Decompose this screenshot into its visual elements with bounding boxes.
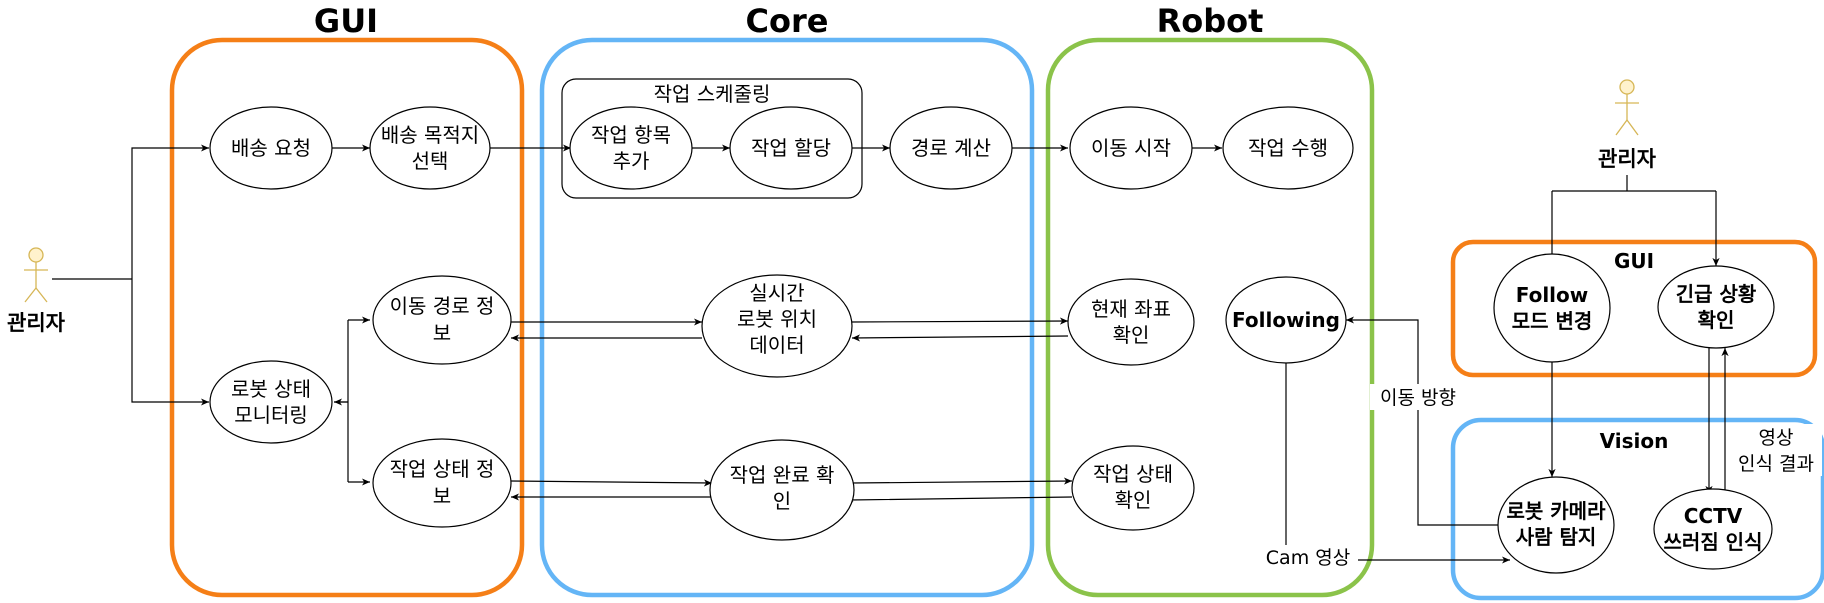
node-robot-monitoring-label-1: 로봇 상태: [231, 377, 311, 401]
node-follow-mode-label-1: Follow: [1516, 283, 1589, 307]
node-delivery-request-label: 배송 요청: [231, 136, 311, 160]
node-check-coords-label-1: 현재 좌표: [1091, 297, 1171, 321]
node-add-task-label-1: 작업 항목: [591, 123, 671, 147]
robot-group-box: [1045, 37, 1375, 598]
node-robot-monitoring-label-2: 모니터링: [234, 403, 308, 427]
edge-person-to-following: [1346, 316, 1498, 526]
node-check-coords-label-2: 확인: [1113, 323, 1150, 347]
node-perform-task: 작업 수행: [1222, 106, 1354, 190]
node-robot-monitoring: 로봇 상태 모니터링: [209, 360, 333, 444]
node-check-task-status-label-1: 작업 상태: [1093, 462, 1173, 486]
node-realtime-position: 실시간 로봇 위치 데이터: [701, 274, 853, 378]
node-follow-mode: Follow 모드 변경: [1493, 253, 1611, 363]
node-task-status-info-label-1: 작업 상태 정: [390, 457, 495, 481]
node-check-task-status-label-2: 확인: [1115, 488, 1152, 512]
node-route-info: 이동 경로 정 보: [372, 275, 512, 365]
edge-label-move-direction: 이동 방향: [1380, 387, 1456, 409]
edge-coords-to-realtime: [851, 334, 1069, 342]
node-check-coords: 현재 좌표 확인: [1067, 278, 1195, 366]
edge-label-image-result-line1: 영상: [1759, 427, 1794, 449]
node-cctv-detect-label-1: CCTV: [1684, 504, 1743, 528]
node-delivery-request: 배송 요청: [209, 106, 333, 190]
actor-left-label: 관리자: [7, 311, 66, 335]
edge-realtime-to-coords: [851, 317, 1069, 325]
node-assign-task: 작업 할당: [729, 106, 853, 190]
node-following-label: Following: [1232, 308, 1340, 332]
node-task-complete-label-2: 인: [773, 489, 791, 513]
node-follow-mode-label-2: 모드 변경: [1512, 309, 1593, 333]
scheduling-title: 작업 스케줄링: [654, 82, 771, 106]
edge-complete-to-check-status: [851, 477, 1073, 485]
node-select-destination: 배송 목적지 선택: [369, 106, 491, 190]
gui-group-box: [169, 37, 525, 598]
node-following: Following: [1225, 276, 1347, 364]
node-move-start-label: 이동 시작: [1091, 136, 1171, 160]
node-task-complete: 작업 완료 확 인: [709, 439, 855, 541]
node-perform-task-label: 작업 수행: [1248, 136, 1328, 160]
actor-right: 관리자: [1598, 79, 1657, 171]
node-task-status-info: 작업 상태 정 보: [372, 438, 512, 528]
actor-left: 관리자: [7, 247, 66, 335]
edge-label-image-result-line2: 인식 결과: [1738, 453, 1814, 475]
node-realtime-position-label-2: 로봇 위치: [737, 307, 817, 331]
node-cctv-detect: CCTV 쓰러짐 인식: [1653, 488, 1773, 570]
node-cctv-detect-label-2: 쓰러짐 인식: [1664, 530, 1763, 554]
node-emergency-check: 긴급 상황 확인: [1657, 265, 1775, 349]
node-route-info-label-1: 이동 경로 정: [390, 294, 495, 318]
robot-group-title: Robot: [1157, 2, 1264, 40]
actor-right-label: 관리자: [1598, 147, 1657, 171]
node-task-status-info-label-2: 보: [433, 484, 451, 508]
edge-label-cam-video: Cam 영상: [1266, 547, 1350, 569]
edge-actor-to-delivery: [131, 144, 209, 279]
node-person-detect: 로봇 카메라 사람 탐지: [1497, 476, 1615, 574]
node-route-calc: 경로 계산: [889, 106, 1013, 190]
node-select-destination-label-2: 선택: [412, 149, 449, 173]
node-emergency-check-label-1: 긴급 상황: [1676, 282, 1757, 306]
node-realtime-position-label-1: 실시간: [749, 281, 804, 305]
vision-group-title: Vision: [1600, 429, 1669, 453]
node-person-detect-label-1: 로봇 카메라: [1507, 499, 1607, 523]
node-check-task-status: 작업 상태 확인: [1071, 445, 1195, 531]
core-group-box: [539, 37, 1035, 598]
gui-small-group-box: [1450, 239, 1818, 378]
node-route-info-label-2: 보: [433, 321, 451, 345]
core-group-title: Core: [746, 2, 829, 40]
gui-group-title: GUI: [314, 2, 378, 40]
node-move-start: 이동 시작: [1069, 106, 1193, 190]
gui-small-group-title: GUI: [1614, 249, 1654, 273]
node-person-detect-label-2: 사람 탐지: [1516, 525, 1597, 549]
node-add-task-label-2: 추가: [613, 149, 650, 173]
vision-group-box: [1450, 417, 1824, 601]
edge-task-status-to-complete: [510, 479, 713, 487]
edge-actor-to-monitoring: [131, 279, 209, 406]
node-select-destination-label-1: 배송 목적지: [381, 123, 479, 147]
node-emergency-check-label-2: 확인: [1698, 308, 1735, 332]
node-route-calc-label: 경로 계산: [911, 136, 991, 160]
node-assign-task-label: 작업 할당: [751, 136, 831, 160]
node-task-complete-label-1: 작업 완료 확: [730, 463, 835, 487]
node-realtime-position-label-3: 데이터: [749, 333, 804, 357]
actor-left-icon: [24, 247, 48, 303]
edge-check-status-to-complete: [846, 496, 1073, 509]
scheduling-box: [561, 78, 863, 199]
actor-right-icon: [1615, 79, 1639, 136]
node-add-task: 작업 항목 추가: [569, 106, 693, 190]
